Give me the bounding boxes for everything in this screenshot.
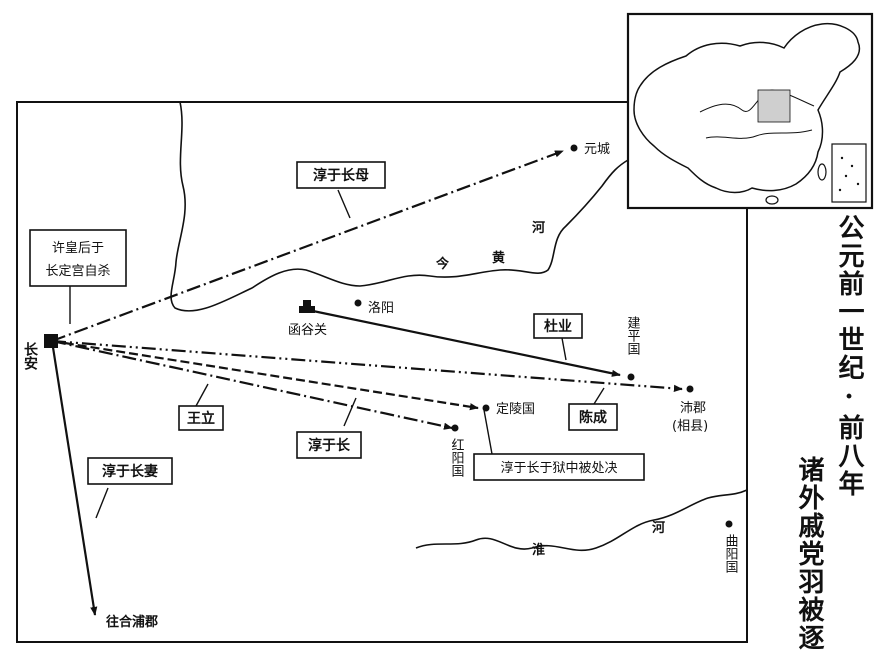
callout-xu-empress: 许皇后于 长定宫自杀 (29, 229, 127, 287)
river-label-huai: 淮 (531, 542, 545, 558)
route-du-ye (312, 309, 621, 377)
route-label-chunyu-changqi: 淳于长妻 (87, 457, 173, 485)
title-line-2: 诸外戚党羽被逐 (794, 456, 824, 652)
place-changan: 长安 (22, 341, 38, 371)
svg-text:淳于长母: 淳于长母 (313, 167, 369, 184)
route-wang-li (51, 339, 479, 411)
svg-text:长定宫自杀: 长定宫自杀 (45, 264, 110, 279)
dot-hongyang (451, 424, 459, 432)
inset-taiwan (817, 163, 827, 181)
place-quyang: 曲阳国 (723, 534, 738, 573)
map-title: 公元前一世纪·前八年 诸外戚党羽被逐 (752, 214, 886, 654)
route-chunyu-changqi (50, 340, 98, 616)
place-hongyang: 红阳国 (449, 437, 465, 477)
route-label-wang-li: 王立 (178, 405, 224, 431)
place-hanguguan: 函谷关 (288, 323, 327, 338)
route-chunyu-changmu (51, 149, 564, 343)
svg-text:淳于长妻: 淳于长妻 (102, 463, 158, 480)
title-line-1: 公元前一世纪·前八年 (834, 214, 864, 498)
place-jianping: 建平国 (625, 316, 641, 355)
river-label-he: 河 (532, 220, 545, 236)
inset-south-sea-box (831, 143, 867, 203)
svg-text:淳于长于狱中被处决: 淳于长于狱中被处决 (500, 460, 617, 476)
china-outline (633, 22, 861, 194)
place-luoyang: 洛阳 (368, 301, 394, 316)
dot-dingling (482, 404, 490, 412)
map-frame (16, 101, 748, 643)
dot-quyang (725, 520, 733, 528)
dot-peijun (686, 385, 694, 393)
huai-river (415, 489, 748, 552)
route-label-chunyu-chang: 淳于长 (296, 431, 362, 459)
place-dingling: 定陵国 (496, 402, 535, 417)
leader-lines (69, 189, 605, 519)
river-label-jin: 今 (435, 256, 450, 272)
svg-text:王立: 王立 (187, 410, 215, 427)
inset-china-map (626, 12, 874, 210)
river-label-huang: 黄 (492, 250, 505, 266)
route-chunyu-chang (51, 339, 453, 430)
svg-text:许皇后于: 许皇后于 (52, 241, 104, 256)
river-label-huai-he: 河 (652, 520, 665, 536)
place-hepu: 往合浦郡 (106, 614, 158, 630)
inset-yangtze (705, 129, 813, 139)
route-label-du-ye: 杜业 (533, 313, 583, 339)
place-peijun: 沛郡 (680, 401, 706, 416)
city-dots (354, 144, 733, 528)
place-yuancheng: 元城 (584, 142, 610, 157)
dot-jianping (627, 373, 635, 381)
route-label-chen-cheng: 陈成 (568, 403, 618, 431)
callout-chunyu-executed: 淳于长于狱中被处决 (473, 453, 645, 481)
route-lines (50, 149, 683, 616)
svg-text:杜业: 杜业 (544, 318, 572, 335)
place-peijun-note: (相县) (672, 419, 708, 434)
changan-marker (44, 334, 58, 348)
inset-region-highlight (757, 89, 791, 123)
svg-text:淳于长: 淳于长 (308, 437, 351, 454)
route-label-chunyu-changmu: 淳于长母 (296, 161, 386, 189)
svg-text:陈成: 陈成 (579, 409, 607, 426)
hanguguan-marker (299, 300, 315, 313)
yellow-river (170, 101, 629, 312)
inset-yellow-river (699, 89, 815, 113)
dot-luoyang (354, 299, 362, 307)
inset-hainan (765, 195, 779, 205)
dot-yuancheng (570, 144, 578, 152)
